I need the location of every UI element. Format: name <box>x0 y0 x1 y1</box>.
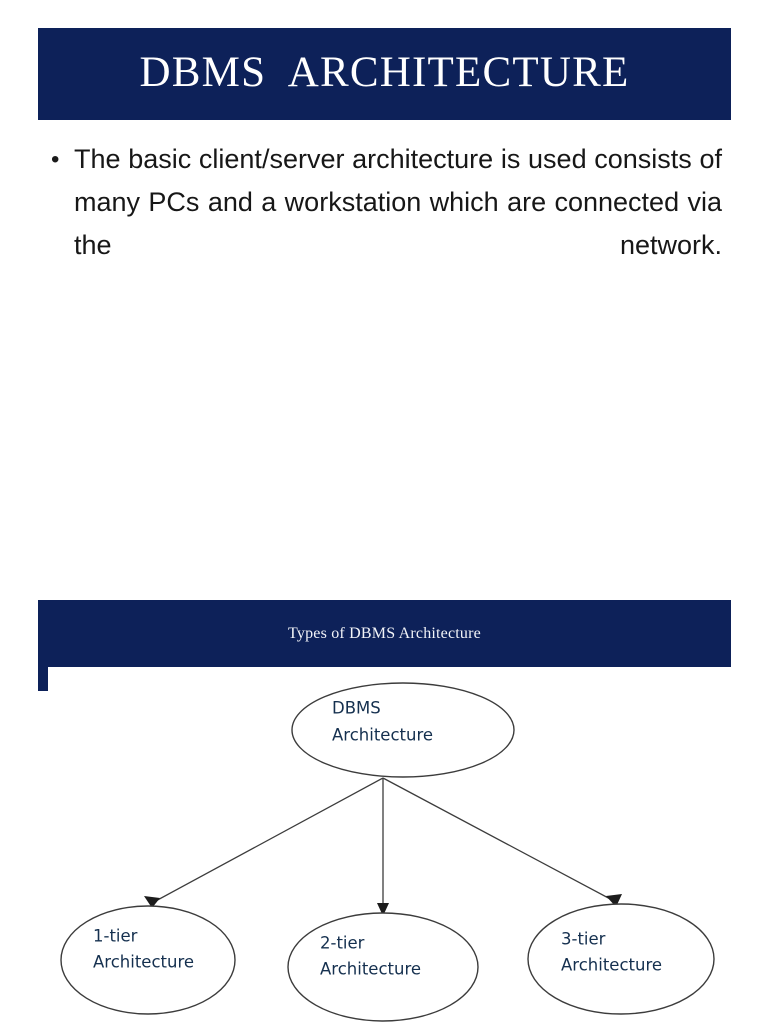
node-dbms-architecture: DBMS Architecture <box>291 682 515 778</box>
node-1-tier-architecture: 1-tier Architecture <box>60 905 236 1015</box>
figure-caption-text: Types of DBMS Architecture <box>288 624 481 642</box>
architecture-tree-diagram: DBMS Architecture 1-tier Architecture 2-… <box>60 682 715 1022</box>
node-3tier-label-line1: 3-tier <box>561 930 606 949</box>
arrowhead-3tier <box>606 894 622 907</box>
edge-root-to-1tier <box>151 777 384 904</box>
edge-root-to-3tier <box>382 777 615 902</box>
bullet-list-item: • The basic client/server architecture i… <box>50 138 722 310</box>
arrowhead-2tier <box>377 903 389 916</box>
body-content: • The basic client/server architecture i… <box>50 138 722 310</box>
node-1tier-ellipse <box>60 905 236 1015</box>
node-1tier-label-line2: Architecture <box>93 953 194 972</box>
node-3tier-ellipse <box>527 903 715 1015</box>
node-3-tier-architecture: 3-tier Architecture <box>527 903 715 1015</box>
node-2-tier-architecture: 2-tier Architecture <box>287 912 479 1022</box>
slide-title-banner: DBMS ARCHITECTURE <box>38 28 731 120</box>
node-root-ellipse <box>291 682 515 778</box>
page-title: DBMS ARCHITECTURE <box>139 48 630 96</box>
arrowhead-1tier <box>144 896 160 908</box>
diagram-edges <box>144 777 622 916</box>
node-root-label-line1: DBMS <box>332 699 381 718</box>
figure-caption-band: Types of DBMS Architecture <box>38 600 731 667</box>
node-3tier-label-line2: Architecture <box>561 956 662 975</box>
bullet-item-text: The basic client/server architecture is … <box>74 144 722 260</box>
node-root-label-line2: Architecture <box>332 726 433 745</box>
bullet-dot-icon: • <box>51 146 60 173</box>
node-2tier-label-line2: Architecture <box>320 960 421 979</box>
figure-band-tab <box>38 667 48 691</box>
node-2tier-label-line1: 2-tier <box>320 934 365 953</box>
node-2tier-ellipse <box>287 912 479 1022</box>
node-1tier-label-line1: 1-tier <box>93 927 138 946</box>
